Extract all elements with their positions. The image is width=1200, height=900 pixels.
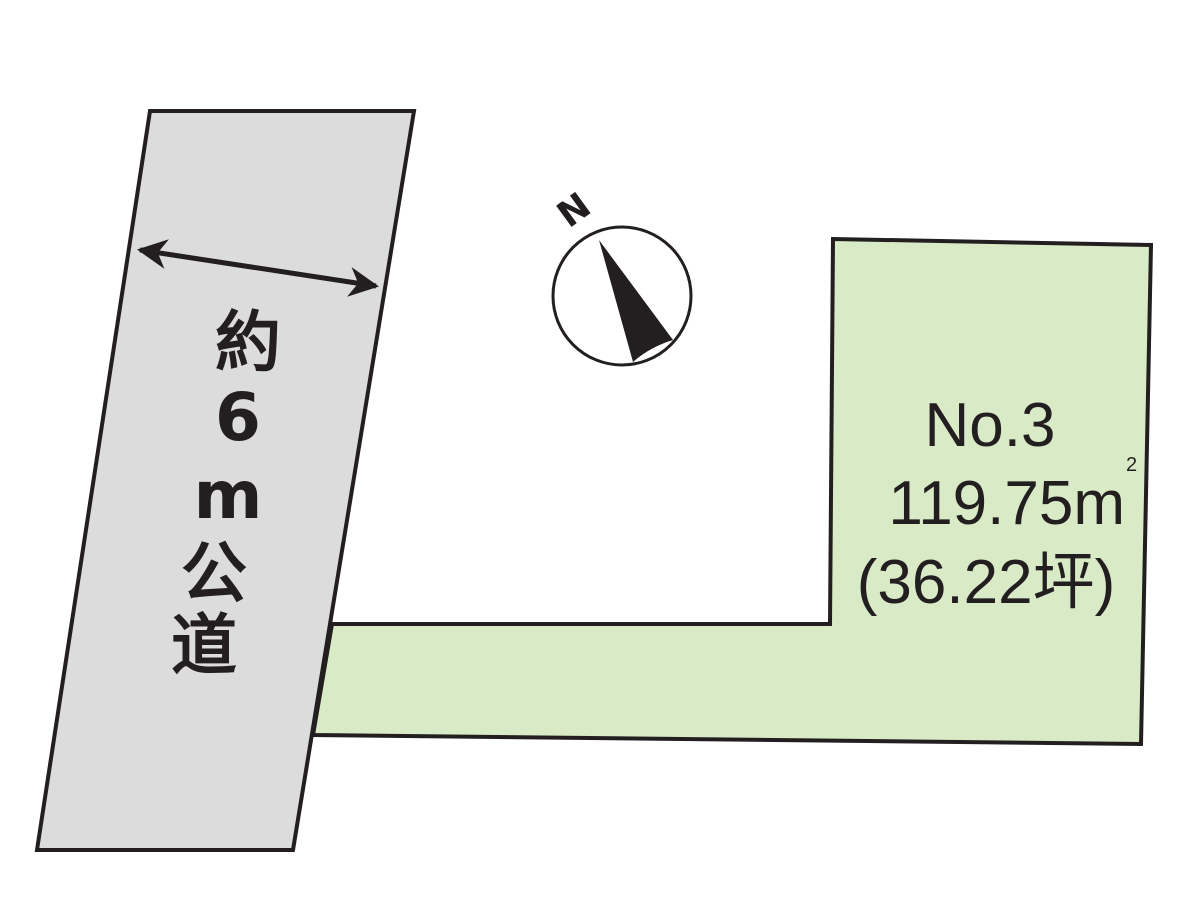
road-label-char-2: 6: [215, 379, 261, 456]
lot-no3: [310, 236, 1154, 747]
lot-number: No.3: [925, 391, 1056, 460]
road-width-arrow: [137, 239, 379, 297]
north-arrow-icon: N: [550, 185, 693, 367]
lot-area-unit-superscript: 2: [1126, 454, 1137, 476]
north-label: N: [550, 185, 598, 236]
road-label-char-5: 道: [171, 607, 237, 684]
road-label-char-1: 約: [215, 304, 281, 381]
lot-tsubo: (36.22坪): [857, 548, 1115, 617]
lot-area-value: 119.75m: [888, 469, 1125, 538]
road-label-char-4: 公: [181, 535, 247, 612]
road-label-char-3: m: [194, 457, 263, 534]
lot-area: 119.75m 2: [888, 454, 1137, 538]
